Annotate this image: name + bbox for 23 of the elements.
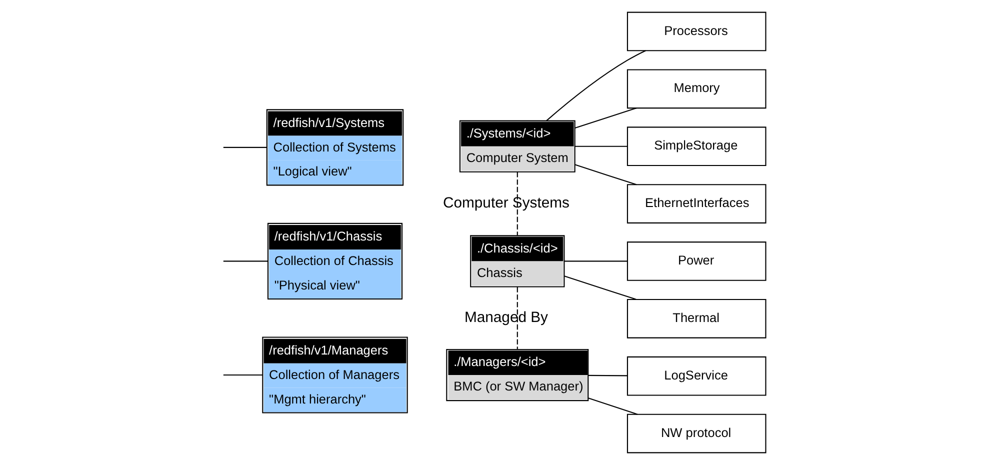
node-box: NW protocol xyxy=(626,414,766,454)
connector xyxy=(574,146,628,147)
connector xyxy=(223,374,263,376)
node-box: LogService xyxy=(626,356,766,396)
edge-label: Computer Systems xyxy=(442,196,570,212)
node-box: Power xyxy=(626,242,766,281)
connector xyxy=(546,50,646,122)
node-box: Thermal xyxy=(626,298,766,338)
node-box: EthernetInterfaces xyxy=(626,184,766,224)
connector xyxy=(223,260,268,262)
connector xyxy=(564,260,628,262)
edge-label: Managed By xyxy=(464,310,548,326)
connector xyxy=(574,108,637,129)
connector xyxy=(223,146,267,148)
node-box: SimpleStorage xyxy=(626,126,766,166)
node-box: Processors xyxy=(626,12,766,52)
node-box: Memory xyxy=(626,69,766,109)
connector xyxy=(564,276,637,300)
connector xyxy=(516,172,518,236)
connector xyxy=(588,398,638,415)
connector xyxy=(588,374,628,376)
connector xyxy=(516,287,518,350)
connector xyxy=(574,164,637,186)
